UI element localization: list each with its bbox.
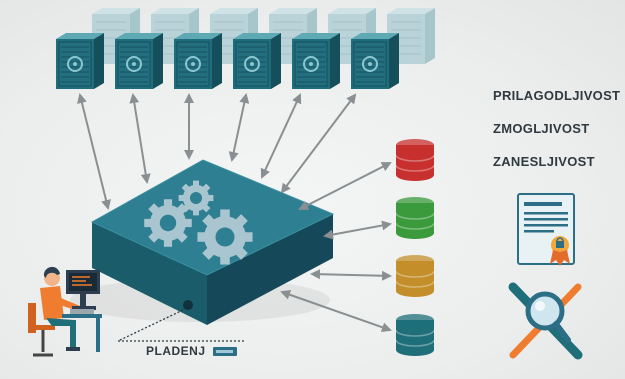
feature-adaptability: PRILAGODLJIVOST — [493, 88, 621, 103]
arrow — [129, 93, 151, 184]
gear-icon — [178, 180, 214, 216]
arrow — [260, 93, 302, 179]
arrow — [228, 93, 250, 162]
database-icon — [395, 313, 435, 357]
person-at-computer-icon — [28, 266, 102, 357]
database-icon — [395, 138, 435, 182]
arrow — [323, 220, 392, 240]
certificate-icon — [517, 193, 575, 266]
server-rack-icon — [173, 32, 223, 90]
gear-icon — [197, 209, 253, 265]
label-tag-icon — [213, 347, 237, 356]
server-rack-icon — [232, 32, 282, 90]
databases — [395, 138, 435, 357]
central-box-label: PLADENJ — [146, 344, 206, 358]
server-rack-icon — [114, 32, 164, 90]
server-arrows — [77, 93, 357, 210]
database-icon — [395, 254, 435, 298]
power-button-dot — [183, 300, 193, 310]
central-box — [70, 159, 335, 325]
server-rack-icon — [291, 32, 341, 90]
feature-performance: ZMOGLJIVOST — [493, 121, 590, 136]
arrow — [280, 289, 392, 333]
server-rack-icon — [55, 32, 105, 90]
feature-reliability: ZANESLJIVOST — [493, 154, 595, 169]
database-icon — [395, 196, 435, 240]
arrow — [280, 93, 357, 194]
arrow — [310, 269, 392, 281]
label-leader — [117, 309, 184, 342]
magnifier-icon — [508, 282, 583, 360]
server-rack-icon — [350, 32, 400, 90]
db-arrows — [280, 162, 392, 333]
arrow — [77, 93, 111, 210]
arrow — [298, 162, 392, 210]
